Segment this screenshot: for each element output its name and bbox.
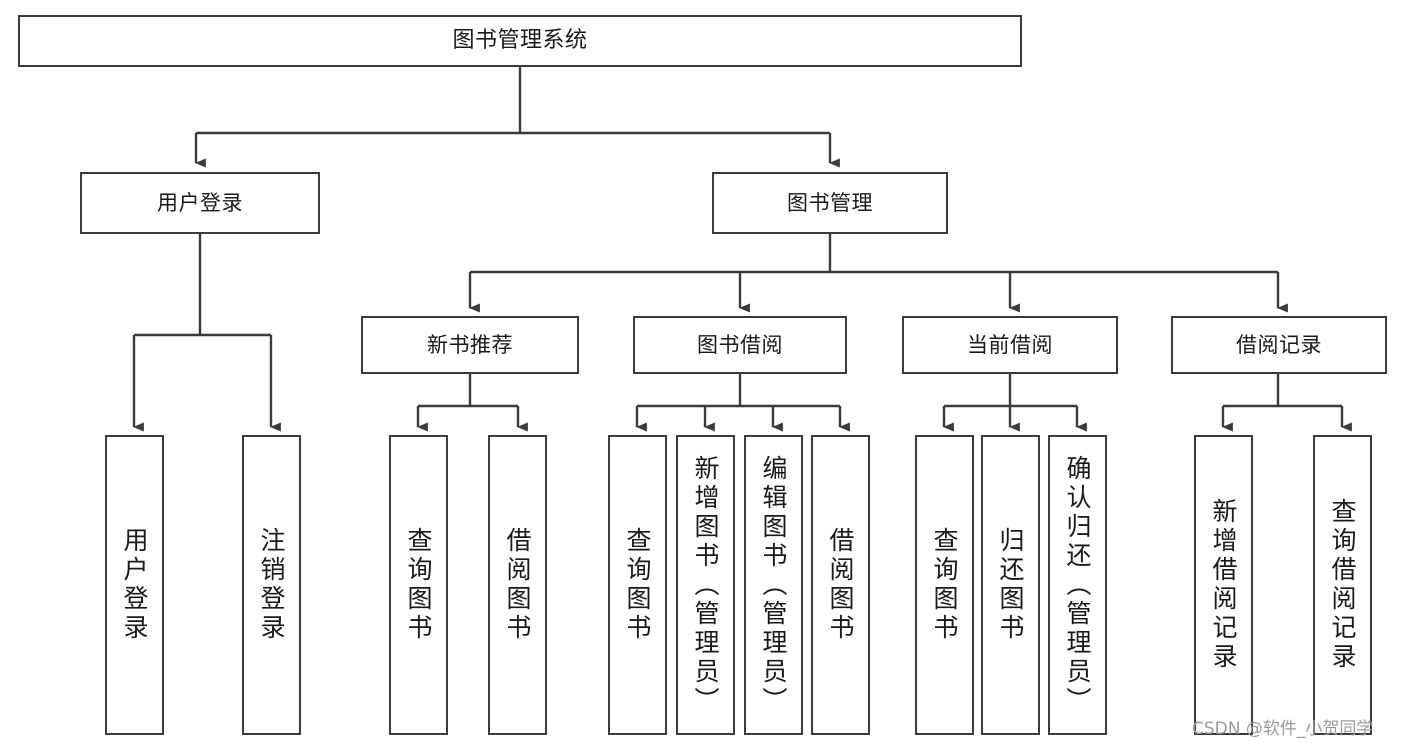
node-label: 图书管理 <box>787 190 873 215</box>
leaf-records-query-record[interactable]: 查询借阅记录 <box>1313 435 1372 735</box>
leaf-logout[interactable]: 注销登录 <box>242 435 301 735</box>
node-label: 归还图书 <box>996 527 1025 643</box>
node-label: 图书借阅 <box>697 332 783 357</box>
node-label: 新增借阅记录 <box>1209 498 1238 672</box>
leaf-records-add-record[interactable]: 新增借阅记录 <box>1194 435 1253 735</box>
node-label: 借阅图书 <box>826 527 855 643</box>
node-label: 图书管理系统 <box>452 28 588 54</box>
node-borrow-records[interactable]: 借阅记录 <box>1171 316 1387 374</box>
leaf-current-confirm-return-admin[interactable]: 确认归还（管理员） <box>1048 435 1107 735</box>
node-label: 查询图书 <box>930 527 959 643</box>
node-book-borrow[interactable]: 图书借阅 <box>633 316 847 374</box>
node-label: 查询图书 <box>623 527 652 643</box>
node-label: 用户登录 <box>157 190 243 215</box>
leaf-borrow-borrow-books[interactable]: 借阅图书 <box>811 435 870 735</box>
node-label: 借阅记录 <box>1236 332 1322 357</box>
node-current-borrow[interactable]: 当前借阅 <box>902 316 1118 374</box>
node-user-login[interactable]: 用户登录 <box>80 172 320 234</box>
node-label: 新书推荐 <box>427 332 513 357</box>
leaf-newbook-query-books[interactable]: 查询图书 <box>389 435 448 735</box>
leaf-user-login[interactable]: 用户登录 <box>105 435 164 735</box>
node-label: 借阅图书 <box>503 527 532 643</box>
watermark: CSDN @软件_小贺同学 <box>1192 719 1374 739</box>
leaf-current-query-books[interactable]: 查询图书 <box>915 435 974 735</box>
leaf-borrow-edit-book-admin[interactable]: 编辑图书（管理员） <box>744 435 803 735</box>
node-book-management[interactable]: 图书管理 <box>712 172 948 234</box>
node-label: 查询借阅记录 <box>1328 498 1357 672</box>
node-label: 当前借阅 <box>967 332 1053 357</box>
leaf-borrow-query-books[interactable]: 查询图书 <box>608 435 667 735</box>
leaf-newbook-borrow-books[interactable]: 借阅图书 <box>488 435 547 735</box>
node-new-book-recommend[interactable]: 新书推荐 <box>361 316 579 374</box>
node-root-system[interactable]: 图书管理系统 <box>18 15 1022 67</box>
node-label: 查询图书 <box>404 527 433 643</box>
leaf-current-return-books[interactable]: 归还图书 <box>981 435 1040 735</box>
node-label: 用户登录 <box>120 527 149 643</box>
node-label: 注销登录 <box>257 527 286 643</box>
node-label: 新增图书（管理员） <box>691 454 720 716</box>
node-label: 确认归还（管理员） <box>1063 454 1092 716</box>
node-label: 编辑图书（管理员） <box>759 454 788 716</box>
leaf-borrow-add-book-admin[interactable]: 新增图书（管理员） <box>676 435 735 735</box>
